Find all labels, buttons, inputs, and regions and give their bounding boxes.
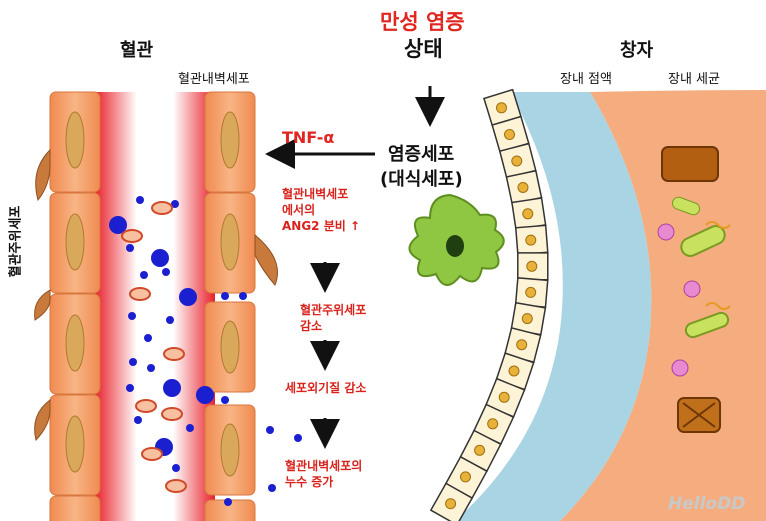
epithelial-nucleus [516,339,528,351]
epithelial-nucleus [498,391,510,403]
epithelial-nucleus [496,102,507,114]
epithelial-nucleus [487,418,499,430]
epithelial-nucleus [511,155,523,167]
macrophage [408,193,505,286]
step-4: 혈관내벽세포의 누수 증가 [285,458,362,490]
step-1-line3: ANG2 분비 ↑ [282,219,361,233]
macrophage-label: (대식세포) [380,169,463,190]
epithelial-nucleus [522,208,534,220]
inflammatory-cell-label: 염증세포 [388,144,455,165]
vessel-label: 혈관 [120,40,154,61]
gut-label: 창자 [620,40,654,61]
epithelial-nucleus [508,365,520,377]
blood-particles [109,196,302,506]
step-3-line1: 세포외기질 감소 [285,381,367,395]
epithelial-nucleus [445,498,457,510]
step-2-line1: 혈관주위세포 [300,303,367,317]
step-2: 혈관주위세포 감소 [300,302,366,334]
epithelial-nucleus [521,313,533,325]
epithelial-nucleus [525,234,537,246]
step-1: 혈관내벽세포 에서의 ANG2 분비 ↑ [282,186,360,234]
pericyte-label: 혈관주위세포 [8,205,24,278]
epithelial-nucleus [526,260,538,272]
red-blood-cells [121,201,187,493]
gut-bacteria [657,146,731,433]
right-endothelial-wall [204,91,256,521]
pericytes-left [34,148,51,442]
title-line1: 만성 염증 [380,10,465,34]
epithelial-nucleus [525,286,537,298]
intestinal-epithelium [429,88,549,521]
left-endothelial-wall [49,91,101,521]
step-4-line1: 혈관내벽세포의 [285,459,363,473]
step-3: 세포외기질 감소 [285,380,366,396]
epithelial-nucleus [474,444,486,456]
step-2-line2: 감소 [300,319,323,333]
title-line2: 상태 [404,37,443,61]
step-1-line1: 혈관내벽세포 [282,187,349,201]
step-1-line2: 에서의 [282,203,316,217]
epithelial-nucleus [460,471,471,483]
pericyte-right [254,233,278,286]
bacteria-label: 장내 세균 [668,72,720,87]
mucus-layer [455,92,652,521]
epithelial-nucleus [517,182,529,193]
step-4-line2: 누수 증가 [285,475,334,489]
epithelial-nucleus [504,129,515,140]
endothelial-label: 혈관내벽세포 [178,72,250,87]
cytokine-label: TNF-α [282,128,335,147]
mucosa-label: 장내 점액 [560,72,612,87]
watermark: HelloDD [668,494,746,514]
